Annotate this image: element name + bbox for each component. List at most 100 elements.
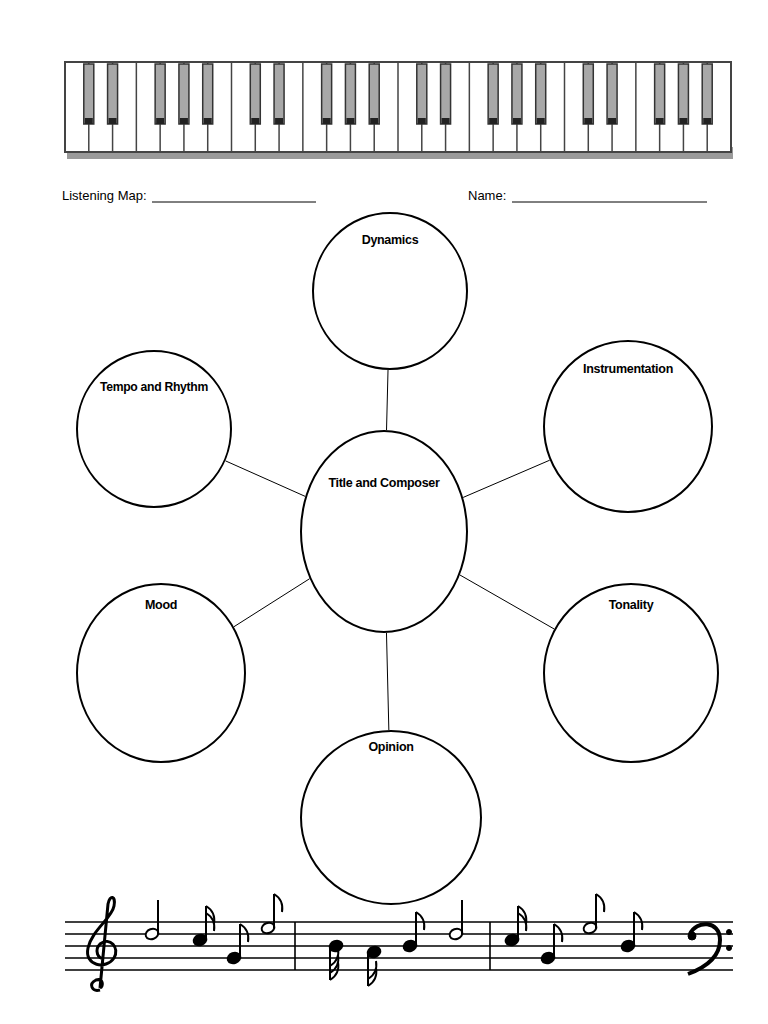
- white-key-edge: [635, 62, 637, 152]
- blank-line: [512, 202, 707, 203]
- circle-outline: [544, 341, 712, 512]
- black-key-tip: [418, 118, 426, 124]
- black-key: [250, 64, 260, 124]
- black-key-tip: [679, 118, 687, 124]
- black-key: [655, 64, 665, 124]
- black-key-tip: [275, 118, 283, 124]
- black-key: [512, 64, 522, 124]
- staff-line: [65, 957, 733, 959]
- form-label: Listening Map:: [62, 188, 147, 203]
- circle-heading: Dynamics: [312, 233, 468, 247]
- bass-clef: [688, 924, 720, 974]
- note-stem: [415, 912, 417, 946]
- black-key-tip: [537, 118, 545, 124]
- black-key: [108, 64, 118, 124]
- black-key-tip: [251, 118, 259, 124]
- black-key-tip: [608, 118, 616, 124]
- black-key: [84, 64, 94, 124]
- staff-line: [65, 921, 733, 923]
- topic-circle: Instrumentation: [543, 340, 713, 513]
- black-key-tip: [346, 118, 354, 124]
- black-key-tip: [513, 118, 521, 124]
- black-key: [369, 64, 379, 124]
- circle-heading: Title and Composer: [300, 476, 468, 490]
- note-flag: [596, 894, 604, 912]
- black-key-tip: [323, 118, 331, 124]
- black-key-tip: [109, 118, 117, 124]
- white-key-edge: [397, 62, 399, 152]
- note-stem: [205, 906, 207, 940]
- note-flag: [206, 913, 214, 931]
- white-key-edge: [231, 62, 233, 152]
- blank-line: [152, 202, 316, 203]
- circle-outline: [77, 351, 231, 507]
- treble-clef: [88, 897, 116, 990]
- black-key-tip: [584, 118, 592, 124]
- note-stem: [517, 906, 519, 940]
- note-stem: [157, 900, 159, 934]
- circle-outline: [313, 213, 467, 369]
- topic-circle: Dynamics: [312, 212, 468, 370]
- black-key-tip: [204, 118, 212, 124]
- topic-circle: Title and Composer: [300, 430, 468, 633]
- black-key-tip: [180, 118, 188, 124]
- note-stem: [595, 894, 597, 928]
- black-key: [322, 64, 332, 124]
- black-key: [441, 64, 451, 124]
- black-key-tip: [489, 118, 497, 124]
- topic-circle: Tonality: [543, 583, 719, 763]
- circle-outline: [300, 730, 482, 905]
- topic-circle: Mood: [76, 583, 246, 763]
- connector-line: [387, 370, 388, 430]
- keyboard-frame: [65, 62, 731, 152]
- note-flag: [330, 948, 338, 966]
- note-flag: [416, 912, 424, 930]
- connector-line: [386, 633, 388, 730]
- black-key: [607, 64, 617, 124]
- black-key-tip: [656, 118, 664, 124]
- circle-outline: [76, 350, 232, 508]
- note-stem: [273, 894, 275, 928]
- topic-circle: Opinion: [300, 730, 482, 905]
- circle-heading: Opinion: [300, 740, 482, 754]
- black-key: [345, 64, 355, 124]
- connector-line: [463, 460, 550, 497]
- black-key: [583, 64, 593, 124]
- black-key-tip: [370, 118, 378, 124]
- black-key: [678, 64, 688, 124]
- black-key-tip: [156, 118, 164, 124]
- circle-outline: [77, 584, 245, 762]
- music-staff: [65, 894, 733, 990]
- black-key: [702, 64, 712, 124]
- bar-line: [489, 922, 491, 970]
- note-flag: [518, 913, 526, 931]
- connector-line: [460, 575, 554, 629]
- black-key: [155, 64, 165, 124]
- black-key: [179, 64, 189, 124]
- note-stem: [239, 924, 241, 958]
- connector-line: [225, 461, 305, 497]
- black-key: [274, 64, 284, 124]
- circle-heading: Mood: [76, 598, 246, 612]
- staff-line: [65, 969, 733, 971]
- note-stem: [633, 912, 635, 946]
- black-key: [488, 64, 498, 124]
- bar-line: [294, 922, 296, 970]
- note-stem: [461, 900, 463, 934]
- note-flag: [634, 912, 642, 930]
- circle-outline: [544, 584, 718, 762]
- piano-keyboard: [65, 62, 733, 159]
- white-key-edge: [302, 62, 304, 152]
- white-key-edge: [136, 62, 138, 152]
- note-flag: [274, 894, 282, 912]
- circle-heading: Tonality: [543, 598, 719, 612]
- connector-line: [234, 579, 310, 627]
- note-stem: [367, 952, 369, 986]
- note-stem: [553, 924, 555, 958]
- black-key: [417, 64, 427, 124]
- black-key-tip: [85, 118, 93, 124]
- note-flag: [240, 924, 248, 942]
- note-stem: [329, 946, 331, 980]
- black-key-tip: [442, 118, 450, 124]
- white-key-edge: [564, 62, 566, 152]
